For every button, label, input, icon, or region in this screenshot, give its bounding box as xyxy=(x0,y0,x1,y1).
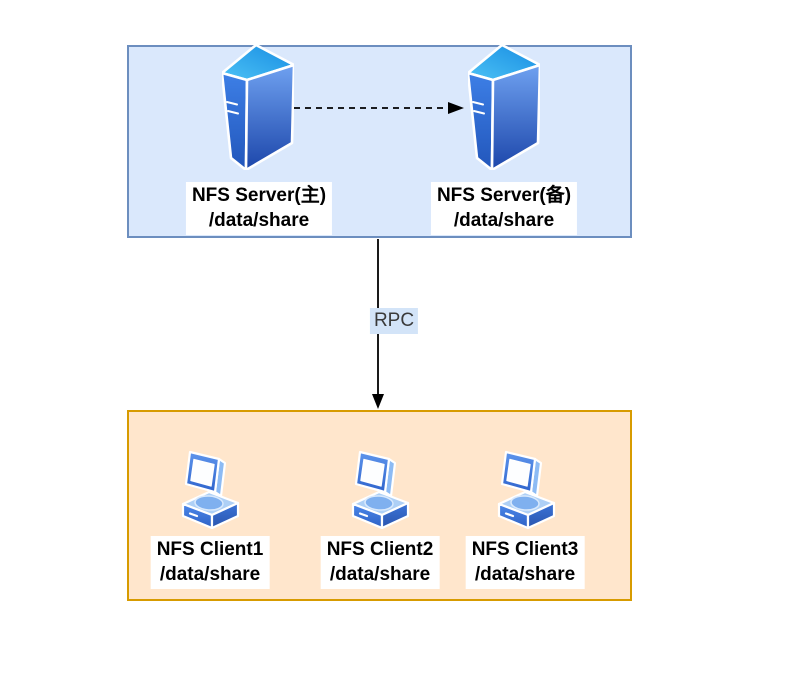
client-group-box: NFS Client1 /data/share NFS Client2 /dat… xyxy=(127,410,632,601)
replication-dashed-arrow xyxy=(294,102,464,114)
client3-label: NFS Client3 /data/share xyxy=(465,536,585,589)
server-primary-label: NFS Server(主) /data/share xyxy=(185,182,333,235)
client3-name: NFS Client3 xyxy=(471,539,579,560)
client2-path: /data/share xyxy=(329,564,431,585)
server-backup-name: NFS Server(备) xyxy=(436,185,572,206)
rpc-edge-label: RPC xyxy=(369,308,419,334)
server-icon xyxy=(468,44,540,170)
server-primary-name: NFS Server(主) xyxy=(191,185,327,206)
server-primary-path: /data/share xyxy=(208,210,310,231)
client2-name: NFS Client2 xyxy=(326,539,434,560)
client1-name: NFS Client1 xyxy=(156,539,264,560)
server-backup-label: NFS Server(备) /data/share xyxy=(430,182,578,235)
client2-label: NFS Client2 /data/share xyxy=(320,536,440,589)
server-icon xyxy=(222,44,294,170)
client-computer-icon xyxy=(497,450,556,529)
server-backup-path: /data/share xyxy=(453,210,555,231)
client-computer-icon xyxy=(181,450,240,529)
client1-path: /data/share xyxy=(159,564,261,585)
server-group-box: NFS Server(主) /data/share NFS Server(备) … xyxy=(127,44,632,238)
client3-path: /data/share xyxy=(474,564,576,585)
client1-label: NFS Client1 /data/share xyxy=(150,536,270,589)
client-computer-icon xyxy=(351,450,410,529)
